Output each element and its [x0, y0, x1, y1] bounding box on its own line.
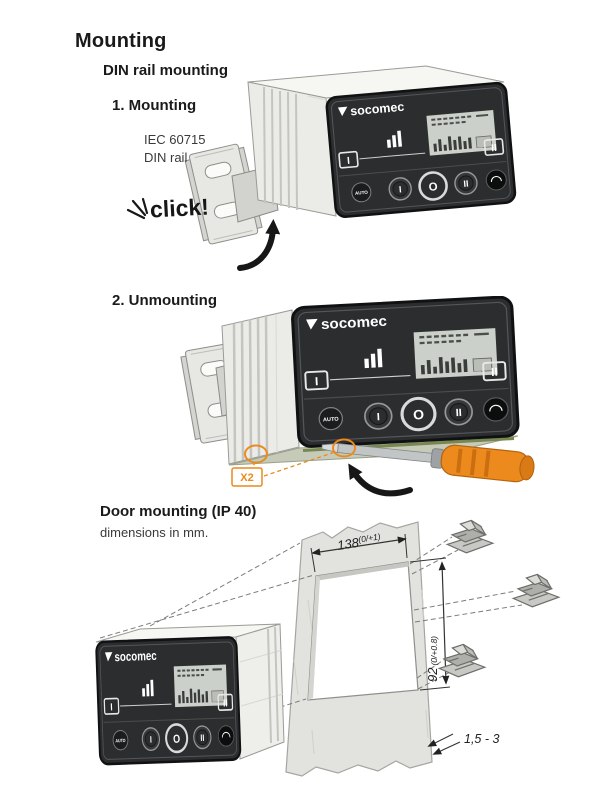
- mounting-illustration: [183, 65, 518, 271]
- panel-cutout: [307, 561, 419, 701]
- door-heading: Door mounting (IP 40): [100, 503, 257, 520]
- step2-heading: 2. Unmounting: [112, 292, 217, 309]
- device-body-side: [221, 309, 300, 465]
- panel-thickness-dimension: 1,5 - 3: [427, 732, 499, 755]
- mounting-clip: [512, 573, 560, 608]
- click-label: click!: [149, 193, 210, 223]
- mount-arrow: [237, 219, 281, 271]
- width-dimension-label: 138(0/+1): [336, 531, 382, 553]
- height-dimension-label: 92(0/+0.8): [425, 636, 440, 682]
- unmount-arrow: [348, 463, 413, 497]
- rail-standard-note: IEC 60715 DIN rail: [144, 131, 205, 167]
- note-line1: IEC 60715: [144, 132, 206, 147]
- click-burst-icon: [126, 197, 149, 220]
- note-line2: DIN rail: [144, 150, 188, 165]
- device-front: [324, 81, 518, 219]
- x2-label: X2: [231, 467, 263, 487]
- clip-highlight-right: [332, 438, 356, 458]
- screwdriver: [321, 443, 535, 483]
- device-front-view: [94, 623, 285, 766]
- door-subheading: dimensions in mm.: [100, 525, 209, 540]
- step1-heading: 1. Mounting: [112, 97, 197, 114]
- unmounting-illustration: X2: [179, 296, 535, 497]
- device-body-side: [247, 81, 337, 217]
- mounting-clip: [446, 519, 494, 554]
- door-panel-sheet: [285, 521, 433, 777]
- din-rail-heading: DIN rail mounting: [103, 62, 228, 79]
- device-front: [290, 296, 521, 449]
- cutout-height-dimension: 92(0/+0.8): [409, 557, 451, 691]
- svg-text:X2: X2: [240, 472, 253, 484]
- thickness-label: 1,5 - 3: [464, 732, 499, 746]
- door-mounting-illustration: 138(0/+1) 92(0/+0.8) 1,5 - 3: [94, 519, 560, 777]
- click-annotation: click!: [124, 193, 210, 225]
- page-title: Mounting: [75, 30, 167, 52]
- cutout-width-dimension: 138(0/+1): [310, 531, 408, 573]
- mounting-clip: [438, 643, 486, 678]
